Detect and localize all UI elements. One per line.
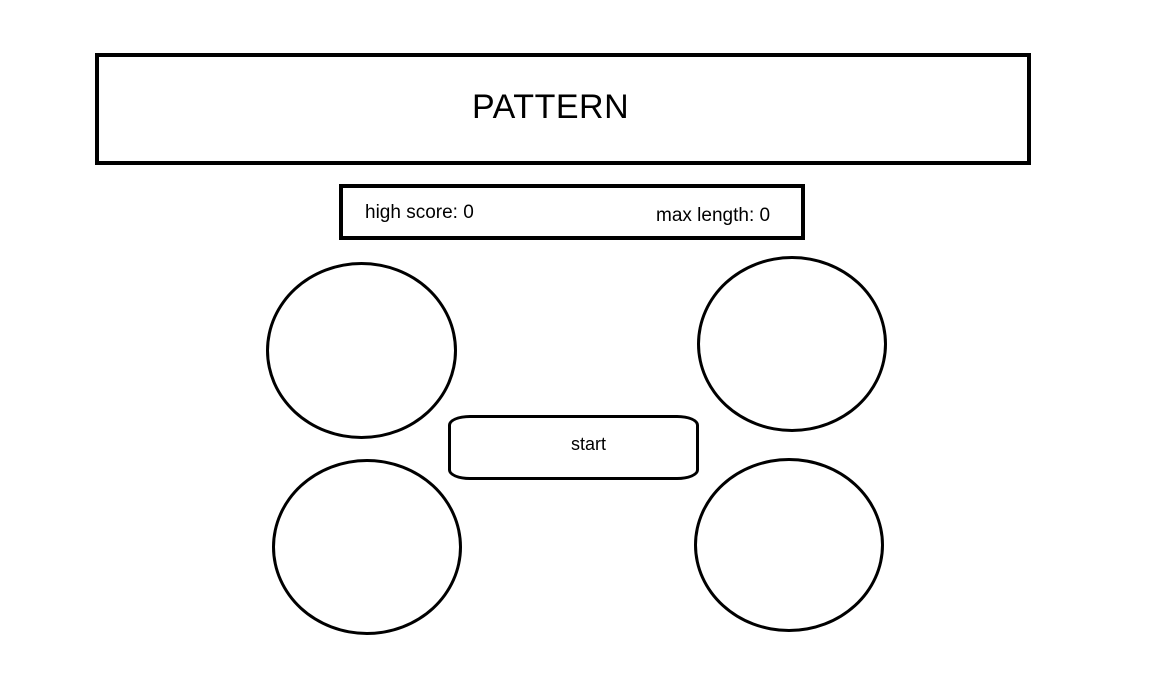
start-button-label: start bbox=[571, 434, 607, 454]
max-length-label: max length: 0 bbox=[656, 205, 771, 226]
pad-bottom-left[interactable] bbox=[272, 459, 462, 635]
score-panel: high score: 0 max length: 0 bbox=[339, 184, 805, 240]
game-title: PATTERN bbox=[472, 88, 630, 126]
title-banner: PATTERN bbox=[95, 53, 1031, 165]
high-score-label: high score: 0 bbox=[365, 202, 474, 223]
pad-bottom-right[interactable] bbox=[694, 458, 884, 632]
start-button[interactable]: start bbox=[448, 415, 699, 480]
pad-top-right[interactable] bbox=[697, 256, 887, 432]
pad-top-left[interactable] bbox=[266, 262, 457, 439]
